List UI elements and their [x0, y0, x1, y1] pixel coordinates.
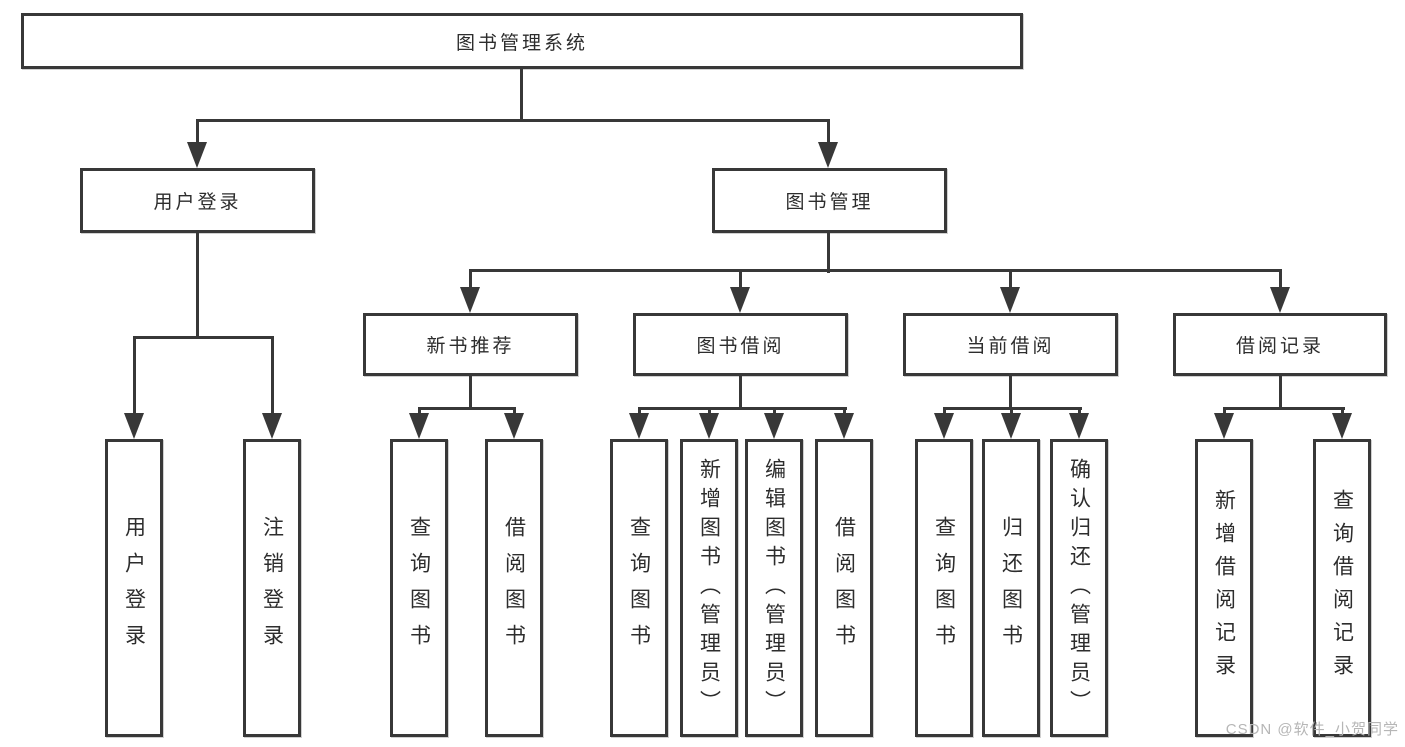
- leaf-recommend-borrow-books: 借阅图书: [485, 439, 543, 737]
- connector-drop-leaf-user-login: [133, 336, 136, 416]
- leaf-add-borrow-record-label: 新增借阅记录: [1212, 489, 1236, 687]
- connector-book-borrow-rail: [638, 407, 847, 410]
- arrowhead-down-icon: [764, 413, 784, 439]
- connector-drop-book-borrow: [739, 269, 742, 295]
- arrowhead-down-icon: [124, 413, 144, 439]
- connector-drop-current-borrow: [1009, 269, 1012, 295]
- arrowhead-down-icon: [262, 413, 282, 439]
- leaf-user-login-label: 用户登录: [122, 516, 146, 660]
- node-root: 图书管理系统: [21, 13, 1023, 69]
- leaf-query-borrow-record-label: 查询借阅记录: [1330, 489, 1354, 687]
- connector-level3-rail: [469, 269, 1282, 272]
- node-new-book-recommend-label: 新书推荐: [426, 336, 515, 357]
- leaf-confirm-return-admin-label: 确认归还（管理员）: [1067, 457, 1091, 719]
- arrowhead-down-icon: [1069, 413, 1089, 439]
- arrowhead-down-icon: [699, 413, 719, 439]
- arrowhead-down-icon: [1332, 413, 1352, 439]
- connector-user-login-stem: [196, 232, 199, 339]
- leaf-logout: 注销登录: [243, 439, 301, 737]
- node-current-borrow-label: 当前借阅: [966, 336, 1055, 357]
- connector-drop-user-login: [196, 119, 199, 162]
- leaf-confirm-return-admin: 确认归还（管理员）: [1050, 439, 1108, 737]
- connector-borrow-records-stem: [1279, 376, 1282, 410]
- connector-new-book-stem: [469, 376, 472, 410]
- node-user-login-label: 用户登录: [153, 192, 242, 213]
- arrowhead-down-icon: [504, 413, 524, 439]
- connector-current-borrow-stem: [1009, 376, 1012, 410]
- leaf-edit-books-admin-label: 编辑图书（管理员）: [762, 457, 786, 719]
- node-root-label: 图书管理系统: [455, 32, 588, 54]
- connector-drop-borrow-records: [1279, 269, 1282, 295]
- arrowhead-down-icon: [1214, 413, 1234, 439]
- node-user-login: 用户登录: [80, 168, 315, 233]
- connector-user-login-rail: [133, 336, 274, 339]
- leaf-user-login: 用户登录: [105, 439, 163, 737]
- arrowhead-down-icon: [629, 413, 649, 439]
- connector-drop-book-management: [827, 119, 830, 162]
- arrowhead-down-icon: [934, 413, 954, 439]
- node-borrow-records: 借阅记录: [1173, 313, 1387, 376]
- leaf-current-query-books: 查询图书: [915, 439, 973, 737]
- leaf-add-books-admin-label: 新增图书（管理员）: [697, 457, 721, 719]
- arrowhead-down-icon: [1000, 287, 1020, 313]
- leaf-borrow-query-books: 查询图书: [610, 439, 668, 737]
- leaf-recommend-query-books: 查询图书: [390, 439, 448, 737]
- leaf-logout-label: 注销登录: [260, 516, 284, 660]
- node-current-borrow: 当前借阅: [903, 313, 1118, 376]
- node-book-management: 图书管理: [712, 168, 947, 233]
- node-borrow-records-label: 借阅记录: [1235, 336, 1324, 357]
- arrowhead-down-icon: [409, 413, 429, 439]
- leaf-borrow-query-books-label: 查询图书: [627, 516, 651, 660]
- node-book-borrow-label: 图书借阅: [696, 336, 785, 357]
- leaf-recommend-borrow-books-label: 借阅图书: [502, 516, 526, 660]
- connector-borrow-records-rail: [1223, 407, 1345, 410]
- connector-drop-leaf-logout: [271, 336, 274, 416]
- connector-level2-rail: [196, 119, 830, 122]
- leaf-recommend-query-books-label: 查询图书: [407, 516, 431, 660]
- connector-new-book-rail: [418, 407, 516, 410]
- connector-book-borrow-stem: [739, 376, 742, 410]
- arrowhead-down-icon: [1001, 413, 1021, 439]
- arrowhead-down-icon: [187, 142, 207, 168]
- arrowhead-down-icon: [730, 287, 750, 313]
- leaf-add-borrow-record: 新增借阅记录: [1195, 439, 1253, 737]
- node-book-management-label: 图书管理: [785, 192, 874, 213]
- arrowhead-down-icon: [818, 142, 838, 168]
- leaf-edit-books-admin: 编辑图书（管理员）: [745, 439, 803, 737]
- connector-book-management-stem: [827, 233, 830, 273]
- connector-root-stem: [520, 69, 523, 120]
- leaf-query-borrow-record: 查询借阅记录: [1313, 439, 1371, 737]
- leaf-current-query-books-label: 查询图书: [932, 516, 956, 660]
- leaf-return-books-label: 归还图书: [999, 516, 1023, 660]
- arrowhead-down-icon: [1270, 287, 1290, 313]
- arrowhead-down-icon: [834, 413, 854, 439]
- leaf-borrow-books: 借阅图书: [815, 439, 873, 737]
- node-book-borrow: 图书借阅: [633, 313, 848, 376]
- leaf-add-books-admin: 新增图书（管理员）: [680, 439, 738, 737]
- leaf-return-books: 归还图书: [982, 439, 1040, 737]
- node-new-book-recommend: 新书推荐: [363, 313, 578, 376]
- connector-drop-new-book: [469, 269, 472, 295]
- arrowhead-down-icon: [460, 287, 480, 313]
- leaf-borrow-books-label: 借阅图书: [832, 516, 856, 660]
